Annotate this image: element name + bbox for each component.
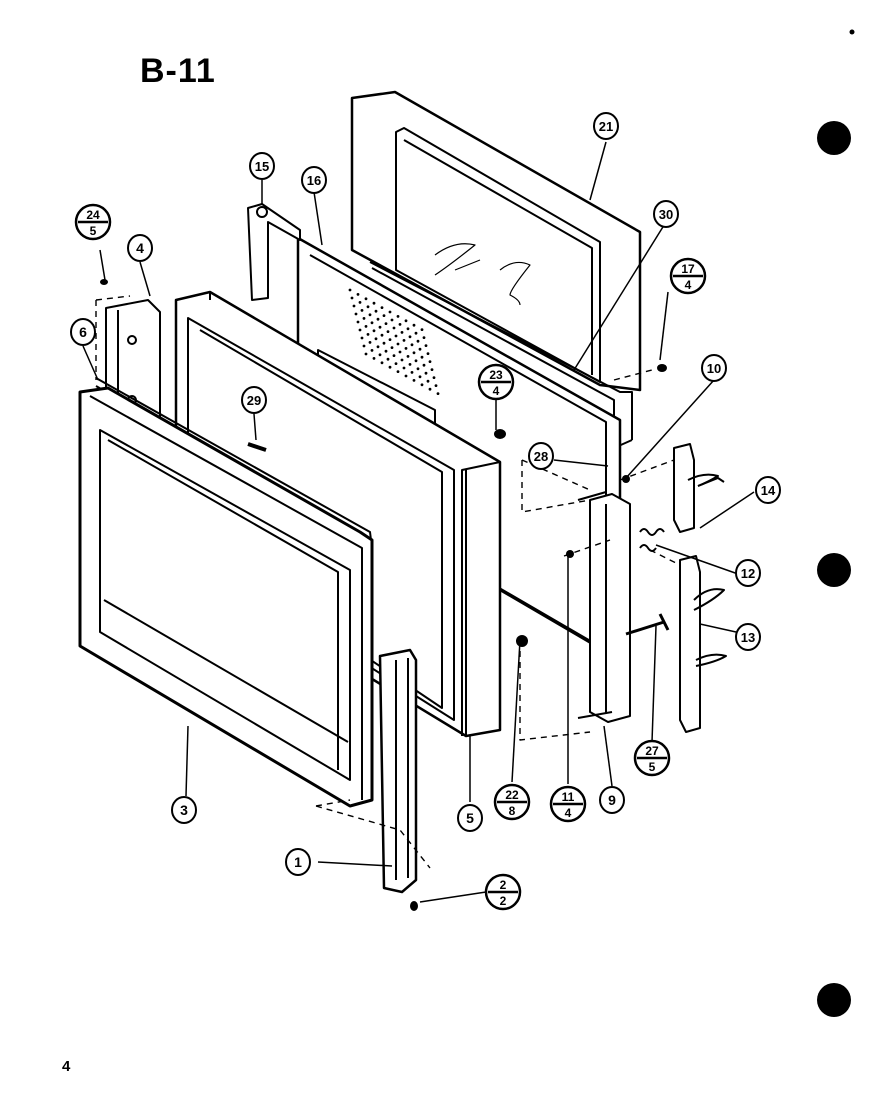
callout-28: 28 [528, 442, 554, 470]
fraction-top: 23 [489, 368, 503, 382]
callout-label: 10 [707, 361, 721, 376]
part-21-window-panel [350, 90, 642, 392]
part-1-handle [378, 648, 418, 894]
callout-3: 3 [171, 796, 197, 824]
callout-label: 12 [741, 566, 755, 581]
fraction-bottom: 5 [90, 224, 97, 238]
callout-12: 12 [735, 559, 761, 587]
callout-4: 4 [127, 234, 153, 262]
fraction-top: 24 [86, 208, 100, 222]
page-number: 4 [62, 1058, 71, 1075]
callout-30: 30 [653, 200, 679, 228]
screw-17 [657, 364, 667, 372]
diagram-title: B-11 [140, 52, 216, 90]
callout-13: 13 [735, 623, 761, 651]
part-12-spring [639, 528, 665, 552]
part-15-bracket [247, 203, 301, 301]
callout-15: 15 [249, 152, 275, 180]
fraction-callout-17-4: 174 [669, 257, 707, 295]
screw-2 [410, 901, 418, 911]
callout-label: 9 [608, 792, 616, 808]
fraction-bottom: 4 [685, 278, 692, 292]
part-9-latch-plate [577, 491, 631, 723]
callout-label: 16 [307, 173, 321, 188]
fraction-top: 11 [562, 790, 575, 804]
callout-label: 1 [294, 854, 302, 870]
callout-6: 6 [70, 318, 96, 346]
fraction-top: 27 [645, 744, 659, 758]
fraction-top: 2 [500, 878, 507, 892]
part-3-outer-door [78, 386, 374, 808]
callout-label: 14 [761, 483, 776, 498]
callout-1: 1 [285, 848, 311, 876]
binder-hole-bottom [817, 983, 851, 1017]
callout-label: 3 [180, 802, 188, 818]
part-13-latch-bottom [679, 555, 727, 733]
binder-hole-top [817, 121, 851, 155]
callout-label: 4 [136, 240, 144, 256]
binder-hole-middle [817, 553, 851, 587]
screw-24 [100, 279, 108, 285]
callout-label: 6 [79, 324, 87, 340]
part-14-latch-top [673, 443, 725, 533]
corner-mark [849, 29, 855, 35]
fraction-callout-2-2: 22 [484, 873, 522, 911]
callout-label: 5 [466, 810, 474, 826]
callout-29: 29 [241, 386, 267, 414]
fraction-callout-27-5: 275 [633, 739, 671, 777]
callout-16: 16 [301, 166, 327, 194]
fraction-bottom: 4 [565, 806, 572, 820]
fraction-callout-23-4: 234 [477, 363, 515, 401]
fraction-bottom: 2 [500, 894, 507, 908]
callout-label: 30 [659, 207, 673, 222]
fraction-bottom: 8 [509, 804, 516, 818]
callout-label: 13 [741, 630, 755, 645]
screw-10 [622, 475, 630, 483]
callout-10: 10 [701, 354, 727, 382]
fraction-callout-11-4: 114 [549, 785, 587, 823]
callout-label: 28 [534, 449, 548, 464]
callout-14: 14 [755, 476, 781, 504]
callout-label: 15 [255, 159, 269, 174]
callout-5: 5 [457, 804, 483, 832]
callout-label: 29 [247, 393, 261, 408]
fraction-bottom: 5 [649, 760, 656, 774]
screw-27 [625, 613, 670, 636]
fraction-callout-22-8: 228 [493, 783, 531, 821]
callout-label: 21 [599, 119, 613, 134]
nut-23 [494, 429, 506, 439]
fraction-bottom: 4 [493, 384, 500, 398]
fraction-top: 17 [681, 262, 695, 276]
screw-29 [247, 442, 267, 452]
fraction-top: 22 [505, 788, 519, 802]
fraction-callout-24-5: 245 [74, 203, 112, 241]
callout-21: 21 [593, 112, 619, 140]
callout-9: 9 [599, 786, 625, 814]
screw-11 [566, 550, 574, 558]
nut-22 [516, 635, 528, 647]
